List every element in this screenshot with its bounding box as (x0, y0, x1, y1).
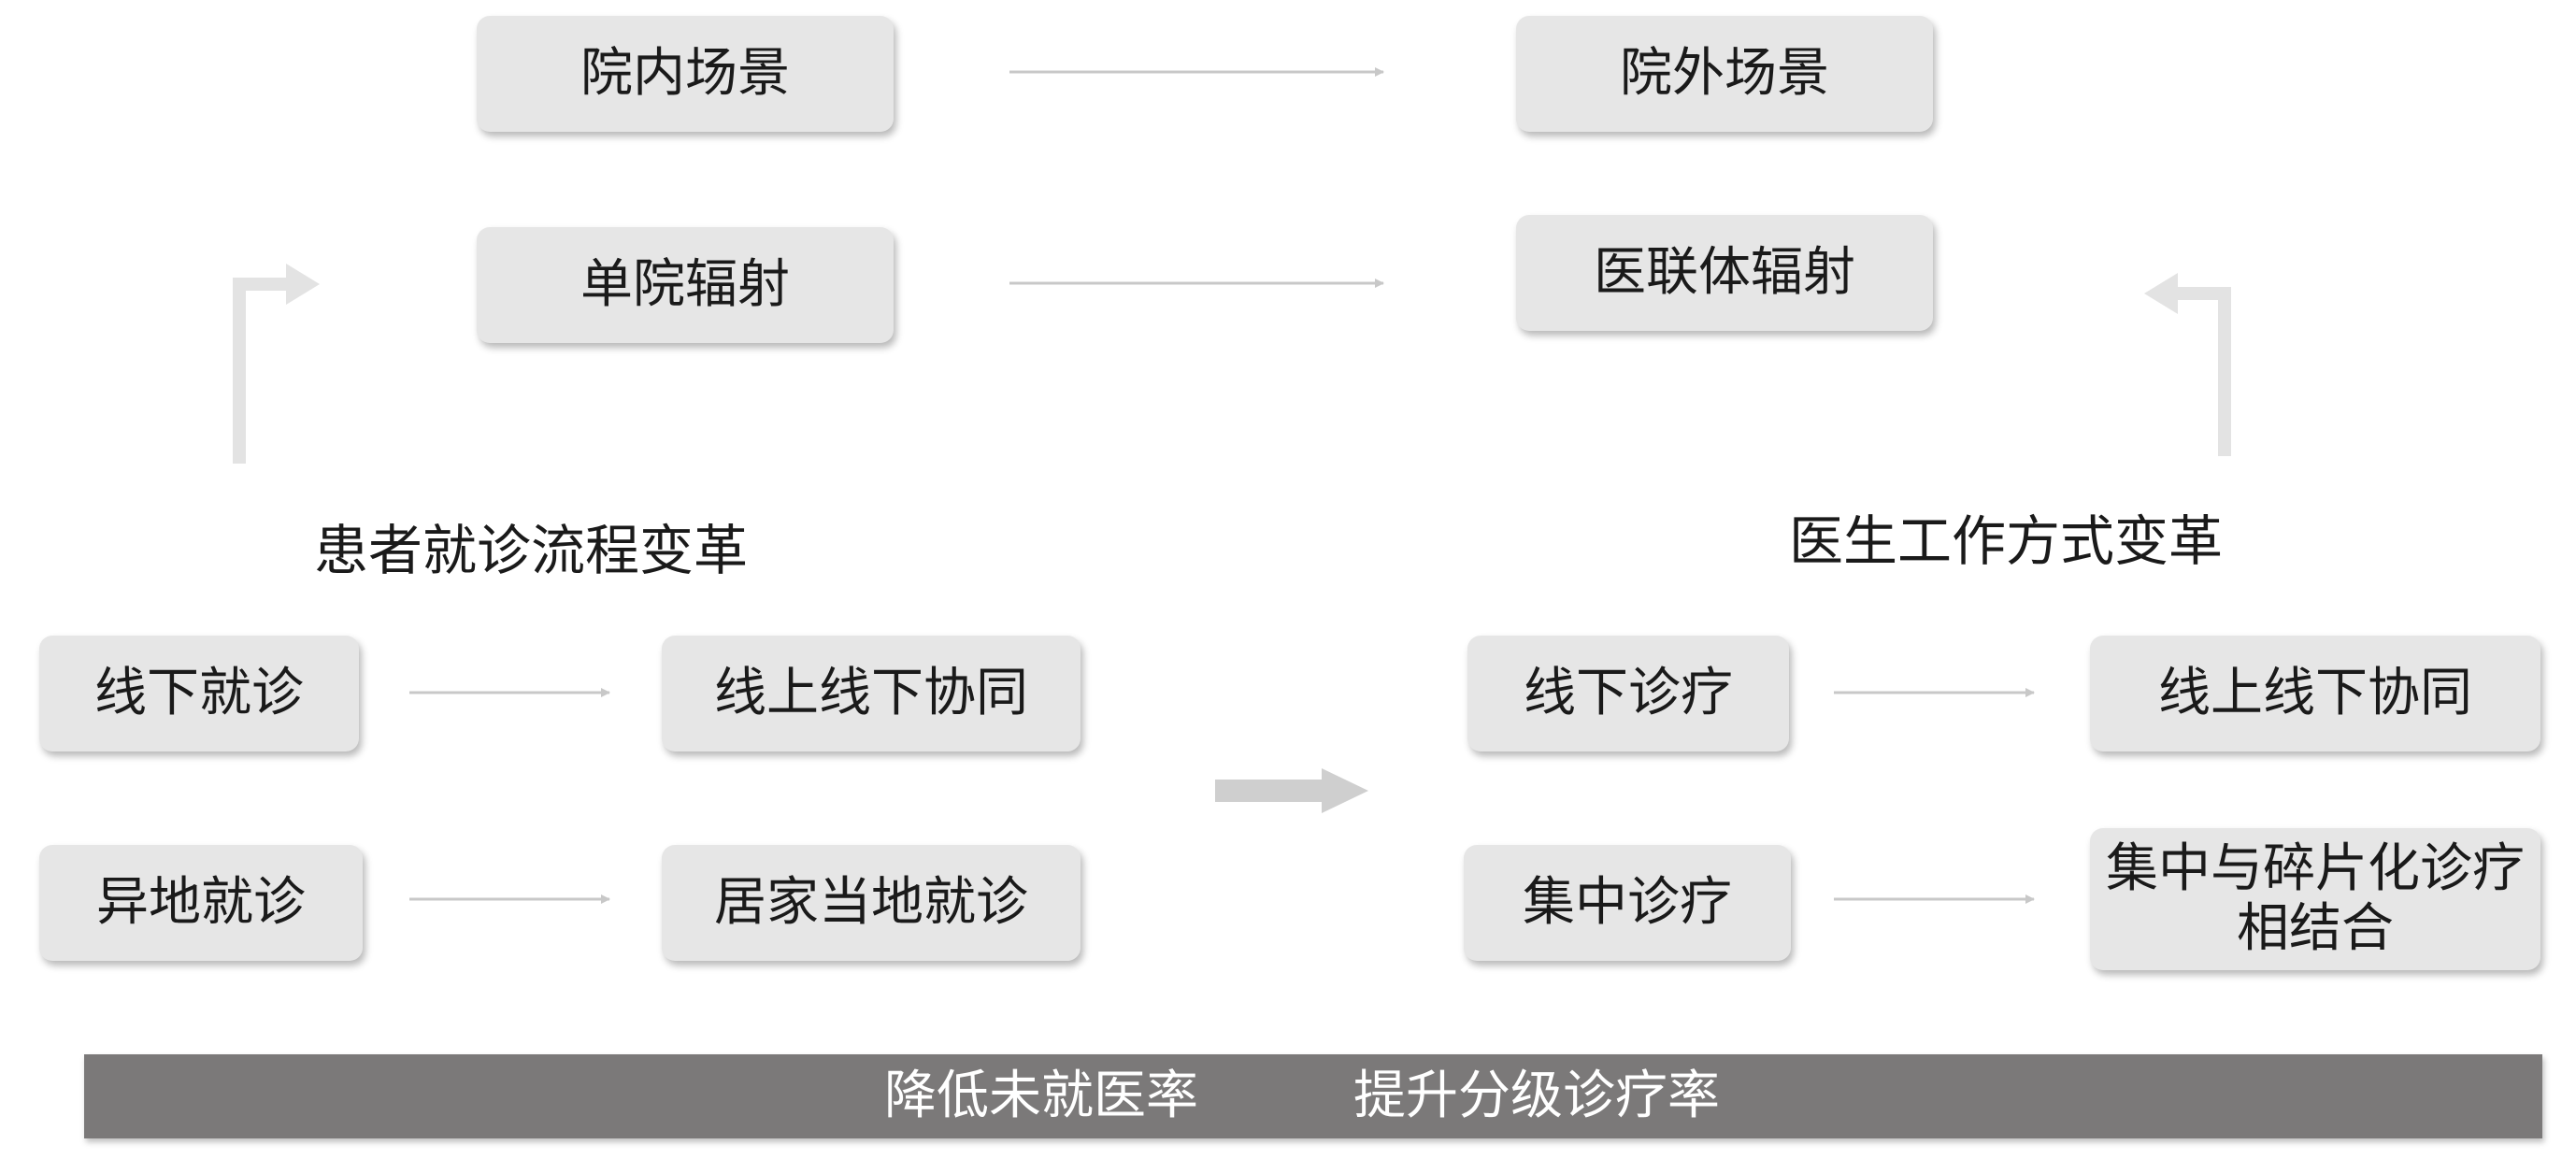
box-label: 集中诊疗 (1523, 871, 1732, 933)
elbow-arrow-right-head (2144, 273, 2178, 314)
box-centralized-fragmented-treatment: 集中与碎片化诊疗 相结合 (2090, 828, 2540, 970)
box-home-local-visit: 居家当地就诊 (662, 845, 1080, 961)
box-label: 院外场景 (1620, 42, 1829, 104)
doctor-section-title: 医生工作方式变革 (1789, 509, 2224, 573)
box-offline-visit: 线下就诊 (39, 636, 359, 751)
box-label: 线上线下协同 (714, 662, 1028, 723)
elbow-arrow-left-head (286, 264, 320, 305)
box-label: 异地就诊 (96, 871, 306, 933)
box-single-hospital-radiation: 单院辐射 (477, 227, 894, 343)
outcome-bar: 降低未就医率 提升分级诊疗率 (84, 1054, 2542, 1138)
box-medical-alliance-radiation: 医联体辐射 (1516, 215, 1933, 331)
box-label: 单院辐射 (580, 253, 790, 315)
box-centralized-treatment: 集中诊疗 (1464, 845, 1791, 961)
box-offline-treatment: 线下诊疗 (1467, 636, 1789, 751)
box-label: 院内场景 (580, 42, 790, 104)
box-label: 医联体辐射 (1594, 241, 1855, 303)
box-label: 居家当地就诊 (714, 871, 1028, 933)
box-label: 线下就诊 (94, 662, 304, 723)
box-label: 线下诊疗 (1524, 662, 1733, 723)
box-in-hospital-scene: 院内场景 (477, 16, 894, 132)
box-remote-visit: 异地就诊 (39, 845, 363, 961)
box-online-offline-collab-patient: 线上线下协同 (662, 636, 1080, 751)
elbow-arrow-right (2174, 287, 2231, 456)
box-out-hospital-scene: 院外场景 (1516, 16, 1933, 132)
outcome-reduce-unvisited-rate: 降低未就医率 (884, 1066, 1198, 1126)
outcome-improve-tiered-diagnosis-rate: 提升分级诊疗率 (1353, 1066, 1720, 1126)
box-label: 线上线下协同 (2158, 662, 2472, 723)
box-label: 集中与碎片化诊疗 相结合 (2106, 837, 2525, 959)
box-online-offline-collab-doctor: 线上线下协同 (2090, 636, 2540, 751)
patient-section-title: 患者就诊流程变革 (314, 519, 749, 582)
elbow-arrow-left (233, 278, 290, 464)
center-transition-arrow (1215, 768, 1368, 813)
